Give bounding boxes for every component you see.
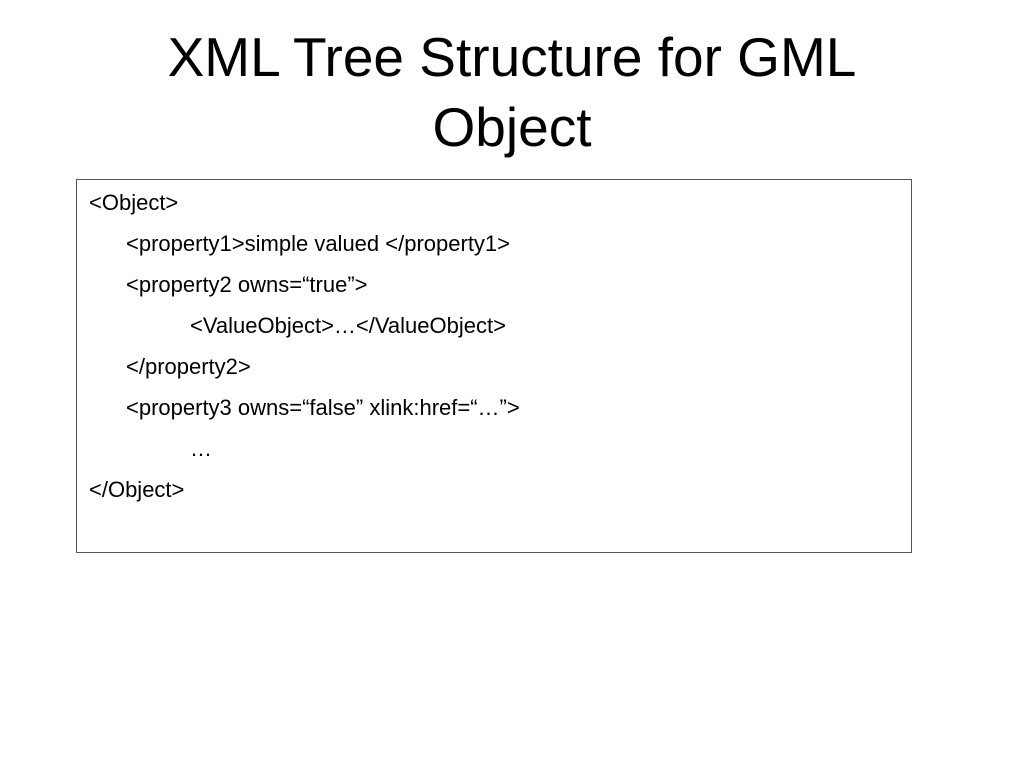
slide-title: XML Tree Structure for GML Object bbox=[0, 22, 1024, 162]
xml-code-box: <Object> <property1>simple valued </prop… bbox=[76, 179, 912, 553]
code-line-value-object: <ValueObject>…</ValueObject> bbox=[190, 313, 506, 338]
title-line-2: Object bbox=[432, 96, 592, 158]
code-line-object-open: <Object> bbox=[89, 190, 179, 215]
code-line-property2-close: </property2> bbox=[126, 354, 251, 379]
code-line-object-close: </Object> bbox=[89, 477, 185, 502]
code-line-property2-open: <property2 owns=“true”> bbox=[126, 272, 368, 297]
title-line-1: XML Tree Structure for GML bbox=[167, 26, 857, 88]
code-line-property1: <property1>simple valued </property1> bbox=[126, 231, 511, 256]
code-line-ellipsis: … bbox=[190, 436, 212, 461]
code-line-property3-open: <property3 owns=“false” xlink:href=“…”> bbox=[126, 395, 520, 420]
